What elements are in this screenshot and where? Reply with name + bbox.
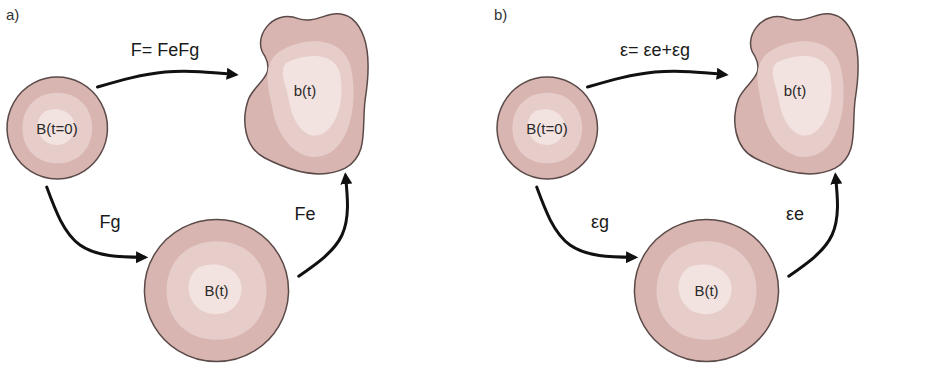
cell-label: B(t)	[694, 282, 718, 299]
growth-arrow	[299, 176, 348, 276]
cell-outline	[245, 14, 368, 174]
gradient-label: εe	[784, 204, 806, 225]
cell-core	[773, 56, 832, 135]
growth-arrow	[537, 187, 635, 257]
cell-label: B(t=0)	[526, 120, 567, 137]
growth-arrow	[47, 187, 145, 257]
cell-body: b(t)	[728, 5, 862, 175]
cell-outline	[144, 219, 288, 361]
cell-body: B(t=0)	[6, 76, 109, 180]
cell-core	[283, 56, 342, 135]
cell-ring	[757, 41, 843, 157]
cell-outline	[735, 14, 858, 174]
cell-body: b(t)	[238, 5, 372, 175]
cell-label: b(t)	[784, 82, 807, 99]
cell-ring	[657, 241, 757, 340]
panel-letter: a)	[6, 6, 19, 23]
cell-label: b(t)	[294, 82, 317, 99]
growth-arrow	[587, 71, 725, 87]
growth-arrow	[789, 176, 838, 276]
growth-arrow	[97, 71, 235, 87]
cell-ring	[267, 41, 353, 157]
gradient-label: εg	[589, 212, 611, 233]
cell-body: B(t=0)	[496, 76, 599, 180]
panel-letter: b)	[494, 6, 507, 23]
gradient-label: Fe	[292, 204, 317, 225]
cell-ring	[22, 93, 92, 164]
cell-ring	[167, 241, 267, 340]
cell-label: B(t)	[204, 282, 228, 299]
gradient-label: F= FeFg	[129, 40, 202, 61]
gradient-label: Fg	[97, 212, 122, 233]
cell-label: B(t=0)	[36, 120, 77, 137]
cell-outline	[7, 77, 107, 179]
cell-outline	[634, 219, 778, 361]
cell-body: B(t)	[143, 218, 290, 363]
cell-core	[189, 264, 242, 314]
cell-ring	[512, 93, 582, 164]
cell-outline	[497, 77, 597, 179]
cell-core	[679, 264, 732, 314]
cell-body: B(t)	[633, 218, 780, 363]
gradient-label: ε= εe+εg	[618, 40, 692, 61]
